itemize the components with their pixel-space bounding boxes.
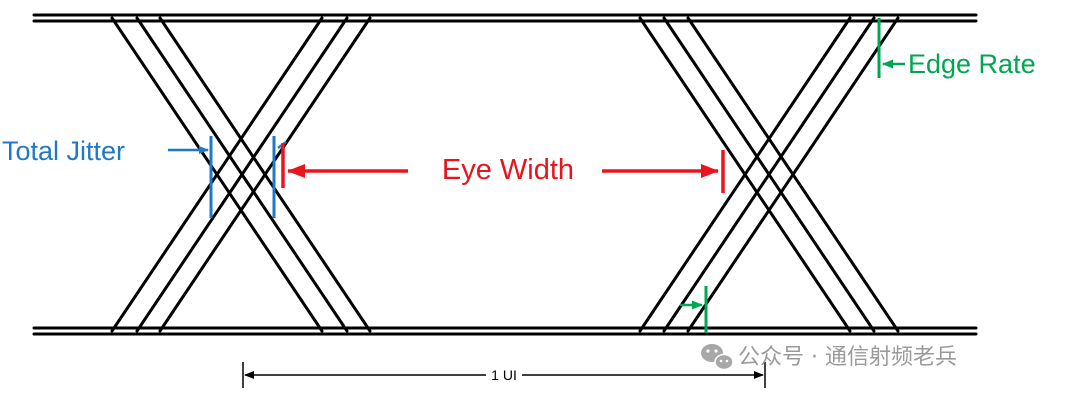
edge-rate-annotation: Edge Rate: [680, 18, 1036, 333]
total-jitter-label: Total Jitter: [2, 136, 125, 166]
ui-dimension: 1 UI: [242, 362, 766, 388]
edge-rate-label: Edge Rate: [908, 49, 1036, 79]
watermark: 公众号 · 通信射频老兵: [701, 344, 957, 371]
eye-width-annotation: Eye Width: [281, 143, 725, 193]
left-crossing-traces: [110, 16, 372, 333]
watermark-text: 公众号 · 通信射频老兵: [738, 345, 957, 370]
ui-label: 1 UI: [491, 367, 517, 383]
bottom-rail: [32, 326, 978, 336]
eye-width-label: Eye Width: [442, 154, 574, 186]
wechat-icon: [701, 344, 734, 371]
top-rail: [32, 13, 978, 23]
right-crossing-traces: [638, 16, 900, 333]
